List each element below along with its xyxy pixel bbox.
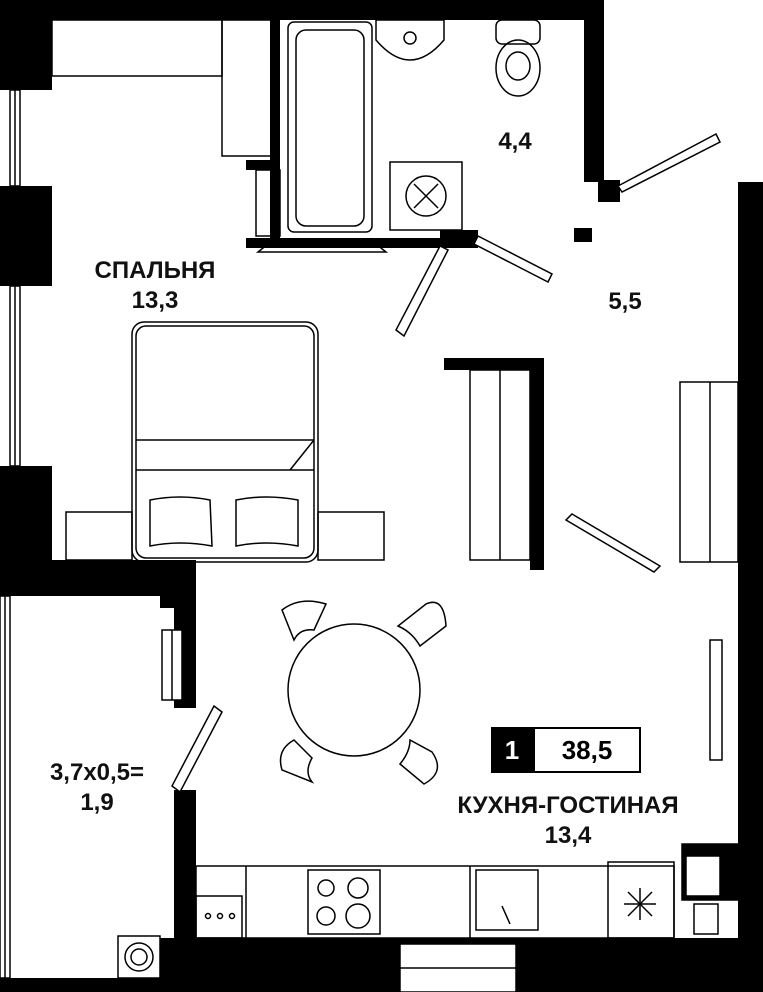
balcony-label: 3,7x0,5= 1,9 [30, 758, 164, 818]
room-name: СПАЛЬНЯ [94, 257, 216, 284]
room-area: 5,5 [608, 288, 642, 315]
windows [0, 89, 723, 992]
fixtures [51, 19, 739, 979]
room-count: 1 [491, 727, 533, 773]
room-area: 13,4 [544, 822, 592, 849]
room-area: 1,9 [80, 789, 114, 816]
bedroom-label: СПАЛЬНЯ 13,3 [82, 256, 228, 316]
bathroom-label: 4,4 [486, 127, 544, 157]
apartment-summary-badge: 1 38,5 [491, 727, 641, 773]
room-area: 13,3 [131, 287, 179, 314]
room-area: 4,4 [498, 128, 532, 155]
room-name: 3,7x0,5= [49, 759, 145, 786]
room-name: КУХНЯ-ГОСТИНАЯ [457, 792, 679, 819]
total-area: 38,5 [533, 727, 641, 773]
hallway-label: 5,5 [596, 287, 654, 317]
kitchen-living-label: КУХНЯ-ГОСТИНАЯ 13,4 [430, 791, 706, 851]
doors [171, 132, 722, 794]
